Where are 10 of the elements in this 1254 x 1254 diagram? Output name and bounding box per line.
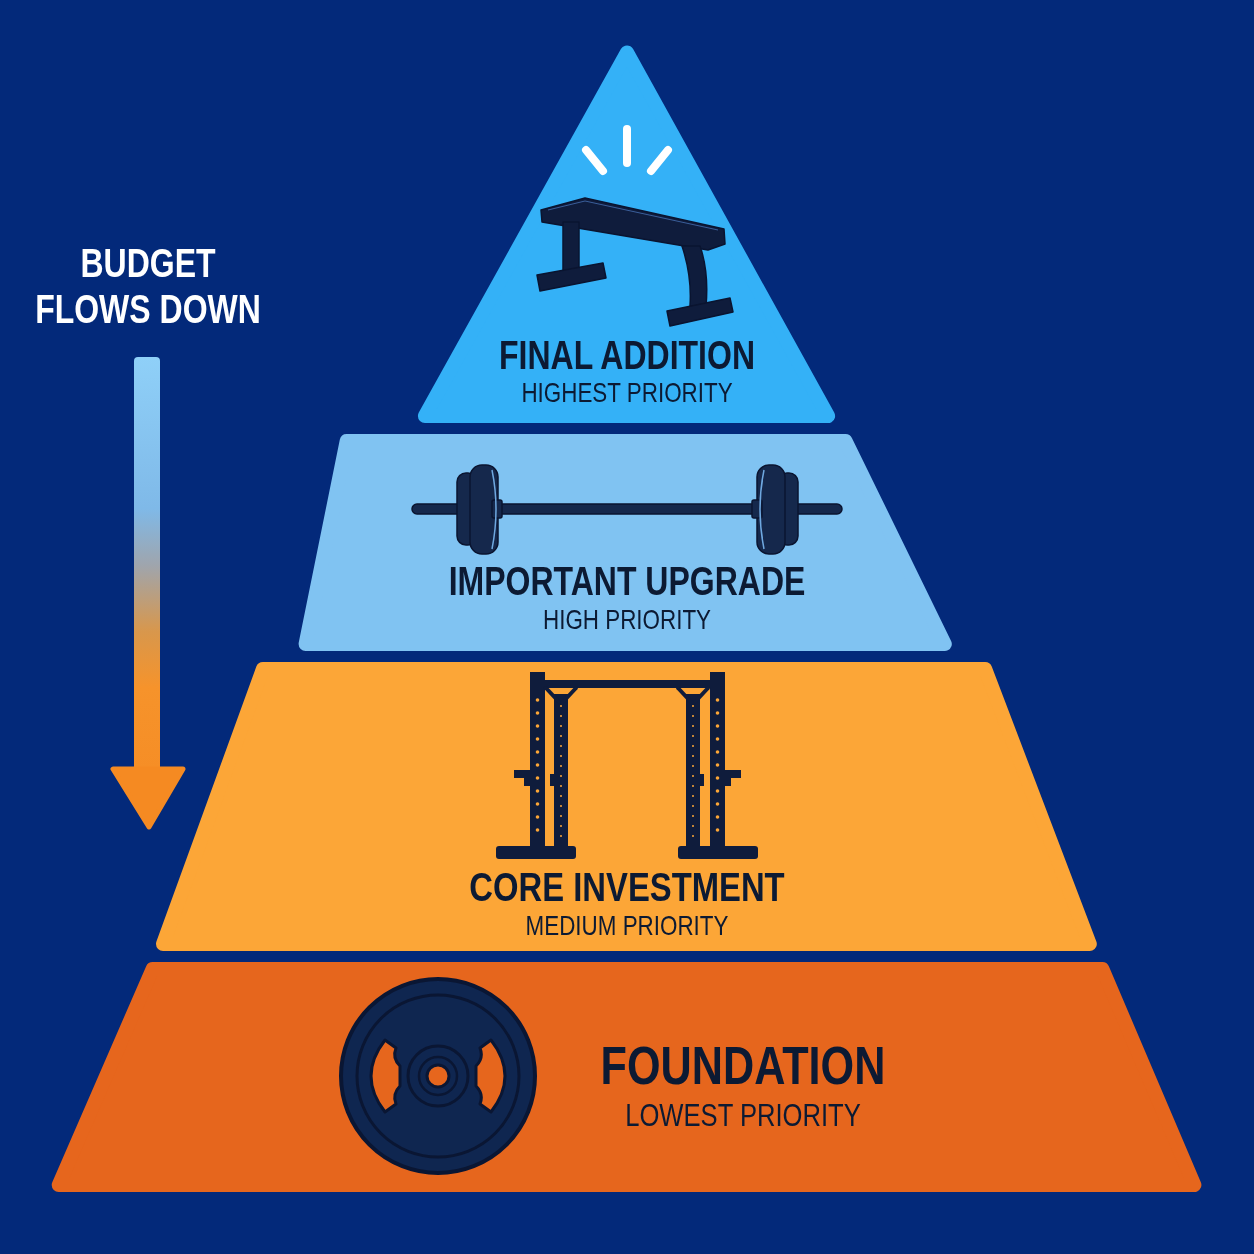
priority-label: HIGH PRIORITY (543, 606, 711, 634)
pyramid-tier (153, 662, 1100, 951)
tier-title: FOUNDATION (600, 1038, 886, 1092)
priority-label: HIGHEST PRIORITY (521, 379, 733, 407)
tier-title: FINAL ADDITION (499, 335, 755, 375)
priority-label: MEDIUM PRIORITY (525, 912, 729, 940)
priority-label: LOWEST PRIORITY (625, 1099, 861, 1131)
flow-label: BUDGET FLOWS DOWN (34, 240, 262, 332)
tier-title: IMPORTANT UPGRADE (448, 561, 806, 601)
tier-title: CORE INVESTMENT (469, 867, 785, 908)
